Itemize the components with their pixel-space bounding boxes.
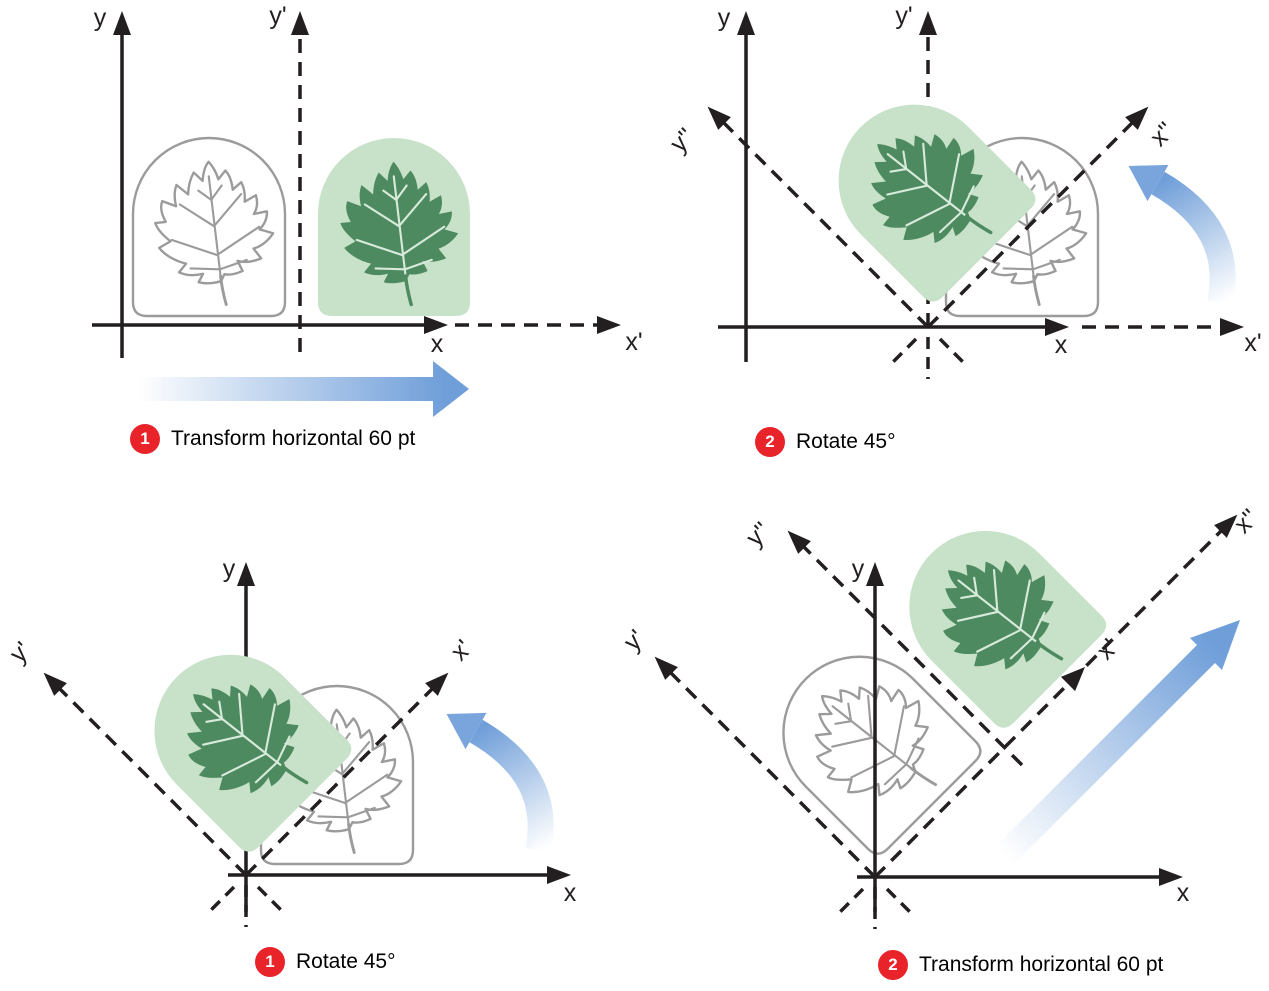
rotated-leaf-badge-group — [123, 623, 356, 856]
translate-arrow — [996, 620, 1240, 864]
translate-arrow — [137, 361, 469, 417]
panel-top-left: y y' x x' — [92, 2, 643, 417]
rotated-leaf-badge — [123, 623, 356, 856]
caption-label: Rotate 45° — [296, 950, 396, 973]
rotation-origin-marks — [204, 883, 288, 929]
axis-label-x-prime: x' — [625, 328, 642, 356]
caption-step-1-translate: 1 Transform horizontal 60 pt — [130, 424, 415, 454]
axis-label-y-double-prime: y'' — [741, 517, 776, 552]
step-number-badge: 2 — [755, 427, 785, 457]
axis-label-y: y — [223, 555, 236, 583]
axis-label-x: x — [1177, 879, 1190, 907]
y-double-prime-axis — [707, 106, 930, 329]
caption-step-2-translate: 2 Transform horizontal 60 pt — [878, 950, 1163, 980]
rotation-origin-marks — [886, 335, 970, 381]
caption-label: Transform horizontal 60 pt — [171, 427, 416, 450]
step-number-badge: 2 — [878, 950, 908, 980]
panel-top-right: y y' x x' y'' x'' — [665, 2, 1262, 381]
axis-label-y: y — [94, 4, 107, 32]
axis-label-x-double-prime: x'' — [1145, 117, 1180, 152]
step-number-badge: 1 — [130, 424, 160, 454]
axis-label-x: x — [564, 879, 577, 907]
translated-leaf-badge — [318, 138, 470, 316]
x-prime-arrowhead — [1060, 667, 1085, 692]
axis-label-y-prime: y' — [4, 636, 36, 668]
rotated-leaf-badge — [807, 73, 1040, 306]
caption-step-2-rotate: 2 Rotate 45° — [755, 427, 895, 457]
translated-leaf-badge — [878, 499, 1111, 732]
axis-label-x-prime: x' — [1244, 329, 1261, 357]
rotation-origin-marks — [833, 885, 917, 931]
x-double-prime-axis — [926, 106, 1149, 329]
caption-label: Transform horizontal 60 pt — [919, 953, 1164, 976]
panel-bottom-right: y x y' x' y'' x'' — [618, 499, 1264, 931]
axis-label-x: x — [431, 330, 444, 358]
y-double-prime-axis — [787, 530, 1024, 767]
caption-step-1-rotate: 1 Rotate 45° — [255, 947, 395, 977]
step-number-badge: 1 — [255, 947, 285, 977]
y-prime-axis — [654, 656, 877, 879]
axis-label-y-prime: y' — [269, 2, 286, 30]
axis-label-x-prime: x' — [445, 634, 477, 666]
axis-label-y: y — [718, 4, 731, 32]
axis-label-y-prime: y' — [895, 2, 912, 30]
x-prime-axis — [873, 514, 1238, 879]
axis-label-y: y — [852, 555, 865, 583]
axis-label-x: x — [1055, 331, 1068, 359]
rotate-arrow — [436, 695, 554, 854]
panel-bottom-left: y x y' x' — [4, 555, 577, 929]
translated-leaf-badge-group — [878, 499, 1111, 732]
rotate-arrow — [1118, 147, 1236, 306]
axis-label-y-prime: y' — [618, 624, 650, 656]
original-leaf-badge — [133, 138, 285, 316]
caption-label: Rotate 45° — [796, 430, 896, 453]
axis-label-x-double-prime: x'' — [1229, 504, 1264, 539]
rotated-leaf-badge-group — [807, 73, 1040, 306]
axis-label-y-double-prime: y'' — [665, 123, 700, 158]
